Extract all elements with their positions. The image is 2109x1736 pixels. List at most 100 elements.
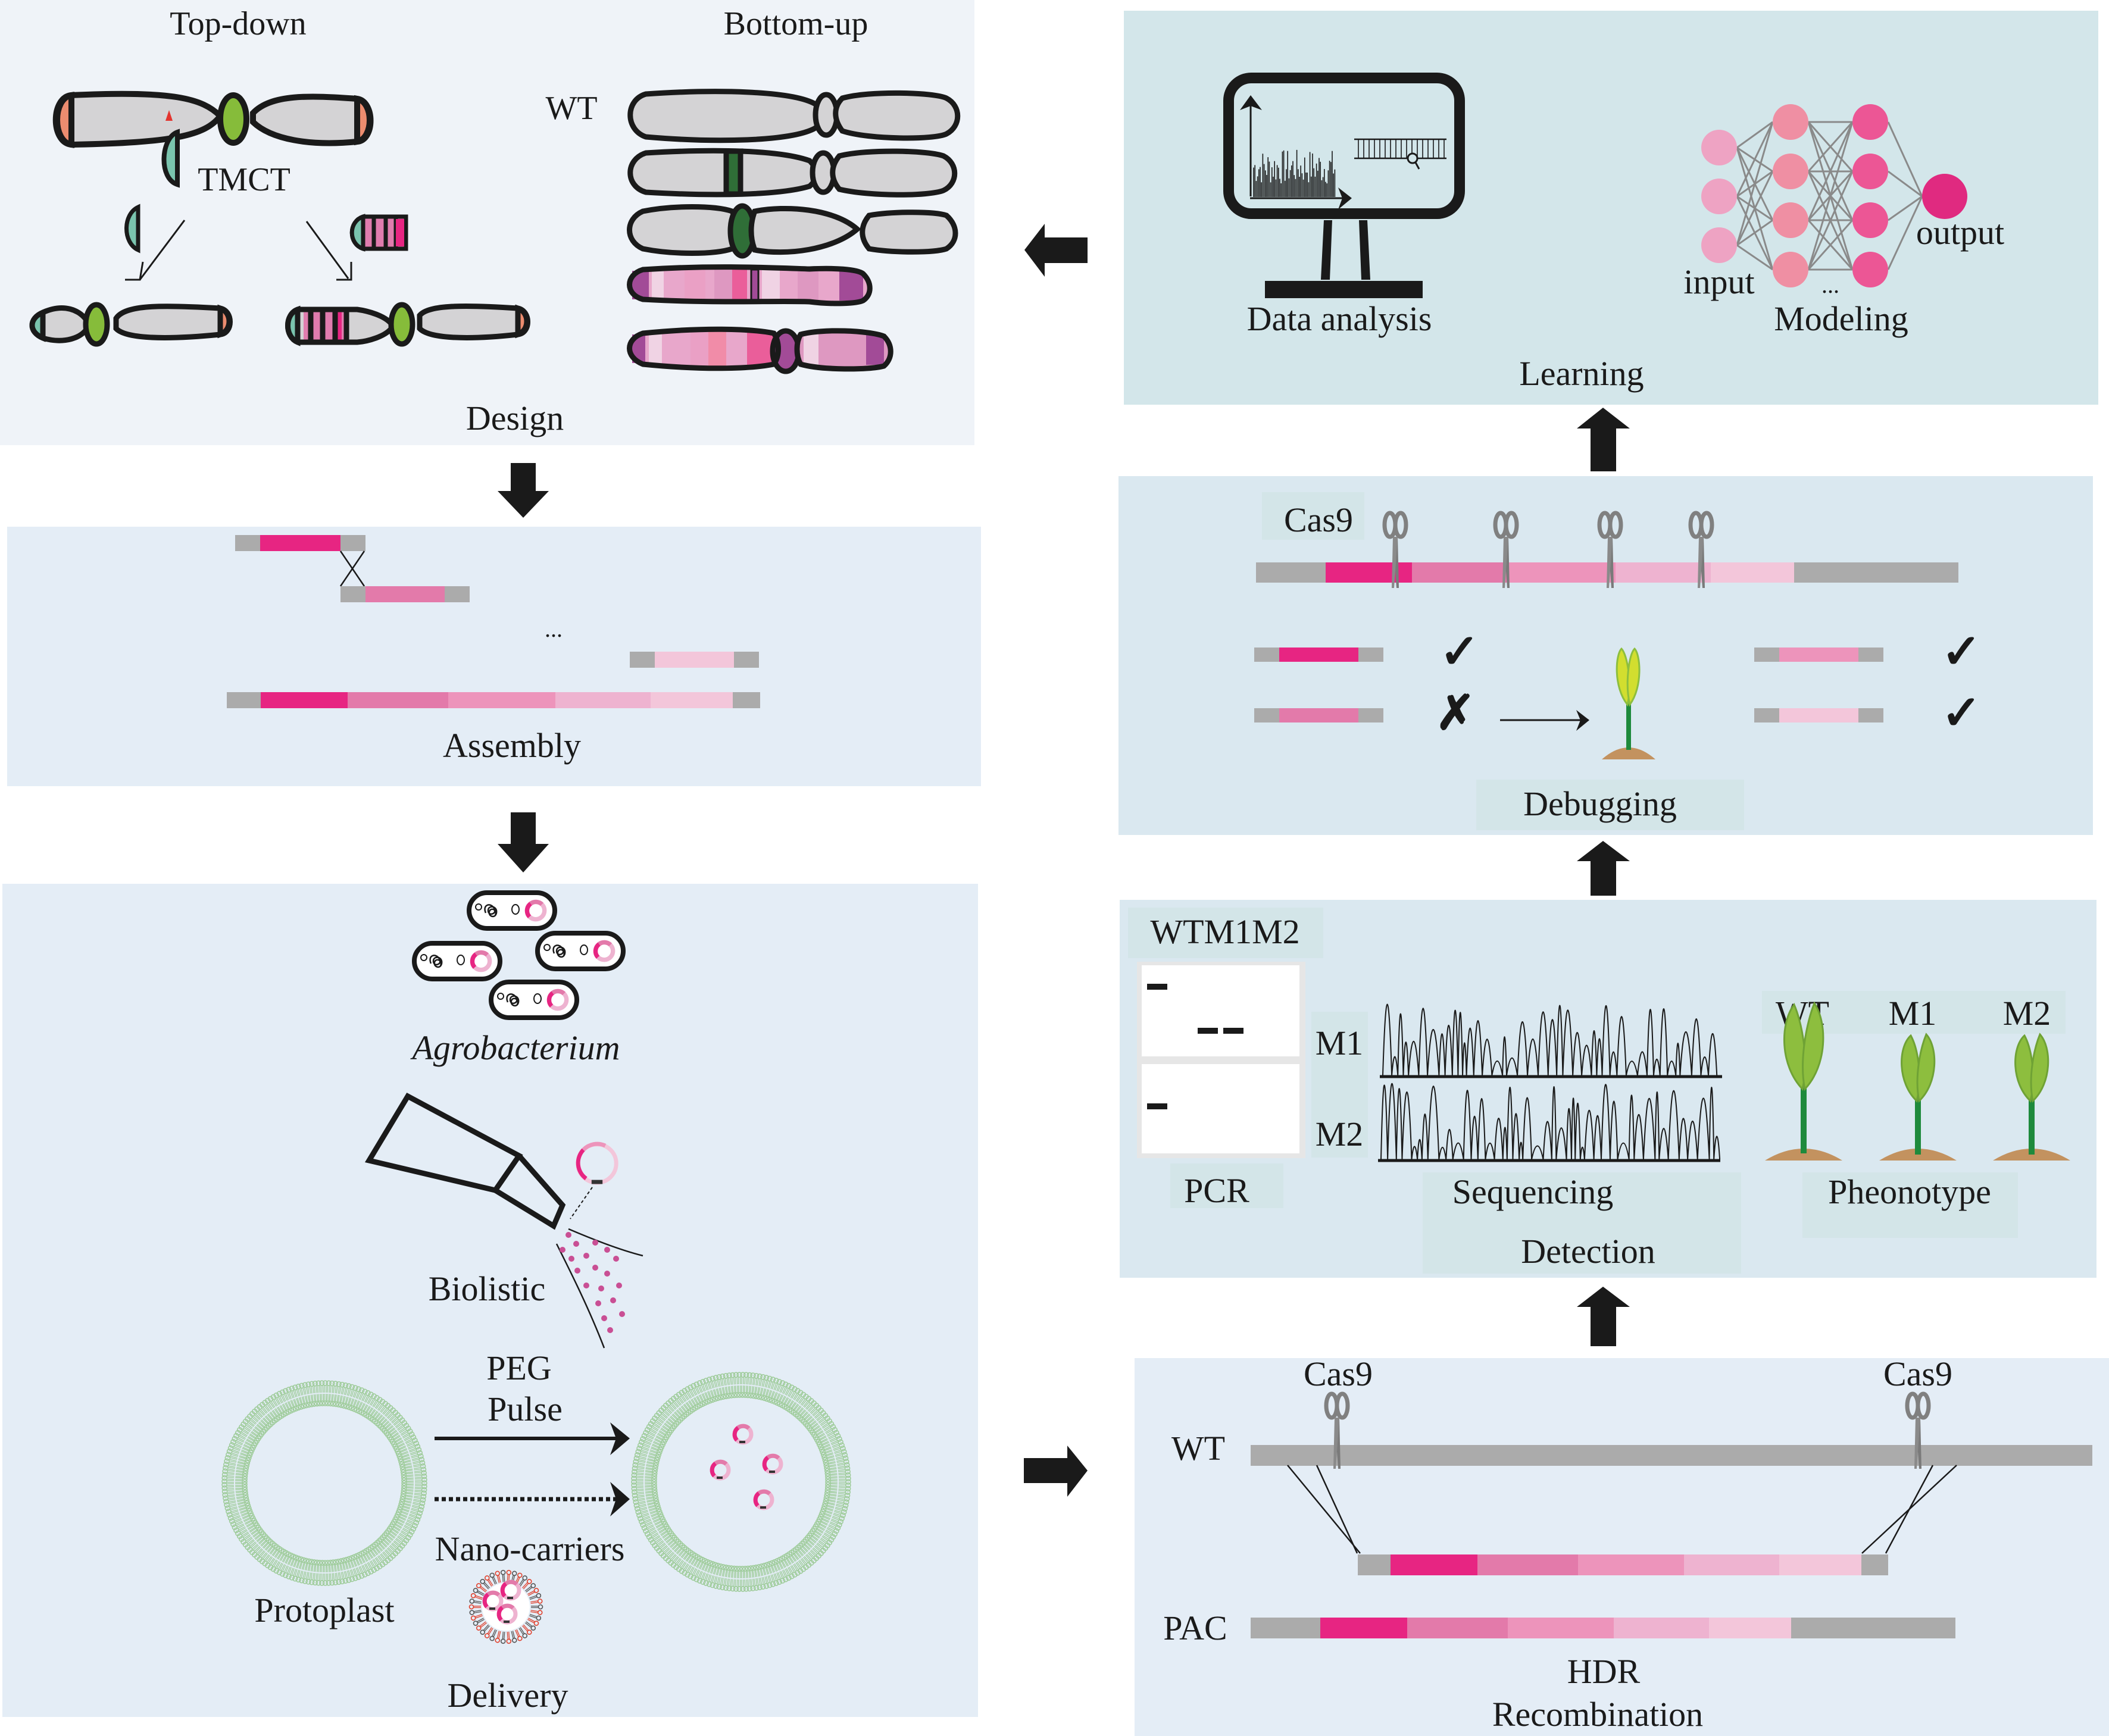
assembly-panel	[7, 527, 981, 786]
hdr-cas9-left: Cas9	[1304, 1355, 1373, 1393]
hdr-pac-construct	[1251, 1618, 1955, 1638]
nn-input-node	[1701, 179, 1737, 214]
m-labels-box	[1311, 1012, 1368, 1158]
gel-top	[1142, 965, 1299, 1056]
phenotype-label: Pheonotype	[1828, 1172, 1991, 1211]
sequencing-label-box	[1423, 1172, 1741, 1274]
debug-repair-arrow	[1500, 710, 1589, 731]
nn-input-node	[1701, 130, 1737, 165]
pcr-label-box	[1170, 1163, 1283, 1208]
result-chromosome-1	[29, 302, 233, 347]
assembled-construct	[227, 692, 760, 708]
nn-output-label: output	[1916, 213, 2004, 252]
arrow-delivery-to-hdr	[1024, 1446, 1088, 1497]
agrobacterium-label: Agrobacterium	[410, 1028, 620, 1067]
peg-arrow	[435, 1422, 630, 1455]
nn-output-node	[1922, 174, 1967, 219]
delivery-panel	[2, 884, 978, 1717]
cas9-label-box	[1262, 492, 1364, 540]
nn-hidden-node	[1773, 154, 1808, 189]
detection-title: Detection	[1521, 1232, 1655, 1271]
nanocarrier-arrow	[435, 1482, 630, 1516]
assembly-fragment-last	[630, 652, 759, 668]
arrow-debugging-to-learning	[1577, 408, 1630, 471]
assembly-ellipsis: ...	[545, 615, 563, 642]
protoplast-label: Protoplast	[254, 1591, 394, 1629]
plant-wt	[1765, 1001, 1842, 1161]
excised-fragment	[161, 129, 180, 188]
biolistic-spray	[555, 1228, 643, 1349]
nn-hidden-node	[1852, 252, 1888, 287]
nn-hidden-node	[1852, 104, 1888, 140]
seq-m2-label: M2	[1316, 1115, 1364, 1153]
hdr-donor-construct	[1358, 1554, 1888, 1575]
hdr-pac-label: PAC	[1163, 1609, 1227, 1647]
synthetic-chromosome-1	[627, 264, 873, 306]
debugging-label-box	[1476, 780, 1744, 830]
hdr-homology-lines	[1287, 1465, 1957, 1554]
arrow-assembly-to-delivery	[498, 812, 549, 872]
hdr-title: HDR	[1567, 1652, 1641, 1691]
cut-site-marker	[165, 110, 173, 121]
nn-ellipsis: ...	[1821, 271, 1839, 298]
synthetic-chromosome-2	[627, 326, 893, 374]
nn-hidden-node	[1773, 104, 1808, 140]
biolistic-label: Biolistic	[429, 1269, 546, 1308]
debug-segment-1	[1254, 648, 1383, 662]
source-chromosome	[52, 90, 374, 148]
debug-segment-2	[1254, 708, 1383, 722]
hdr-cas9-right: Cas9	[1883, 1355, 1952, 1393]
gel-bottom	[1142, 1064, 1299, 1153]
arrow-detection-to-debugging	[1577, 841, 1630, 896]
result-chromosome-2	[285, 302, 530, 347]
nn-hidden-node	[1852, 202, 1888, 238]
chromosome-with-dark-band	[627, 148, 958, 198]
gel-header-box	[1128, 908, 1323, 958]
biolistic-dashed-line	[570, 1187, 593, 1219]
pcr-label: PCR	[1184, 1171, 1249, 1210]
top-down-label: Top-down	[170, 5, 306, 42]
nn-hidden-node	[1773, 252, 1808, 287]
debug-target-construct	[1256, 562, 1958, 583]
hdr-wt-label: WT	[1171, 1429, 1225, 1468]
gel-header-label: WTM1M2	[1150, 912, 1299, 951]
nn-hidden-node	[1852, 154, 1888, 189]
arrow-design-to-assembly	[498, 463, 549, 518]
arrow-learning-to-design	[1024, 224, 1088, 277]
peg-label: PEG	[486, 1349, 552, 1387]
nn-hidden-node	[1773, 202, 1808, 238]
check-mark-3: ✓	[1941, 687, 1981, 740]
plant-label-m1: M1	[1889, 994, 1937, 1033]
plant-label-m2: M2	[2003, 994, 2051, 1033]
hdr-wt-strand	[1251, 1445, 2092, 1466]
chromatogram-m1	[1380, 1003, 1722, 1078]
bottom-up-label: Bottom-up	[724, 5, 868, 42]
mass-spec-peaks	[1253, 149, 1336, 197]
debug-cas9-label: Cas9	[1284, 501, 1353, 539]
tmct-arrows	[125, 220, 352, 281]
chromosome-with-dark-centromere	[627, 203, 958, 259]
check-mark-1: ✓	[1439, 626, 1479, 678]
arrow-hdr-to-detection	[1577, 1287, 1630, 1346]
cross-mark: ✗	[1435, 687, 1475, 740]
dna-ladder	[1358, 139, 1445, 158]
hdr-subtitle: Recombination	[1492, 1695, 1703, 1734]
seedling-icon	[1602, 647, 1655, 759]
phenotype-label-box	[1802, 1172, 2018, 1238]
nn-input-node	[1701, 227, 1737, 263]
assembly-fragment-2	[340, 586, 470, 602]
plant-m2	[1993, 1033, 2070, 1161]
nn-input-label: input	[1683, 262, 1754, 301]
bottom-up-wt-label: WT	[545, 90, 597, 127]
debug-segment-4	[1754, 708, 1883, 722]
seq-m1-label: M1	[1316, 1024, 1364, 1062]
nanocarrier-particle	[468, 1569, 543, 1644]
debug-segment-3	[1754, 648, 1883, 662]
biolistic-plasmid	[576, 1141, 618, 1185]
debugging-title: Debugging	[1523, 784, 1677, 823]
delivery-title: Delivery	[448, 1676, 568, 1715]
nanocarriers-label: Nano-carriers	[435, 1529, 625, 1568]
monitor-icon	[1223, 73, 1465, 298]
pulse-label: Pulse	[488, 1390, 563, 1428]
